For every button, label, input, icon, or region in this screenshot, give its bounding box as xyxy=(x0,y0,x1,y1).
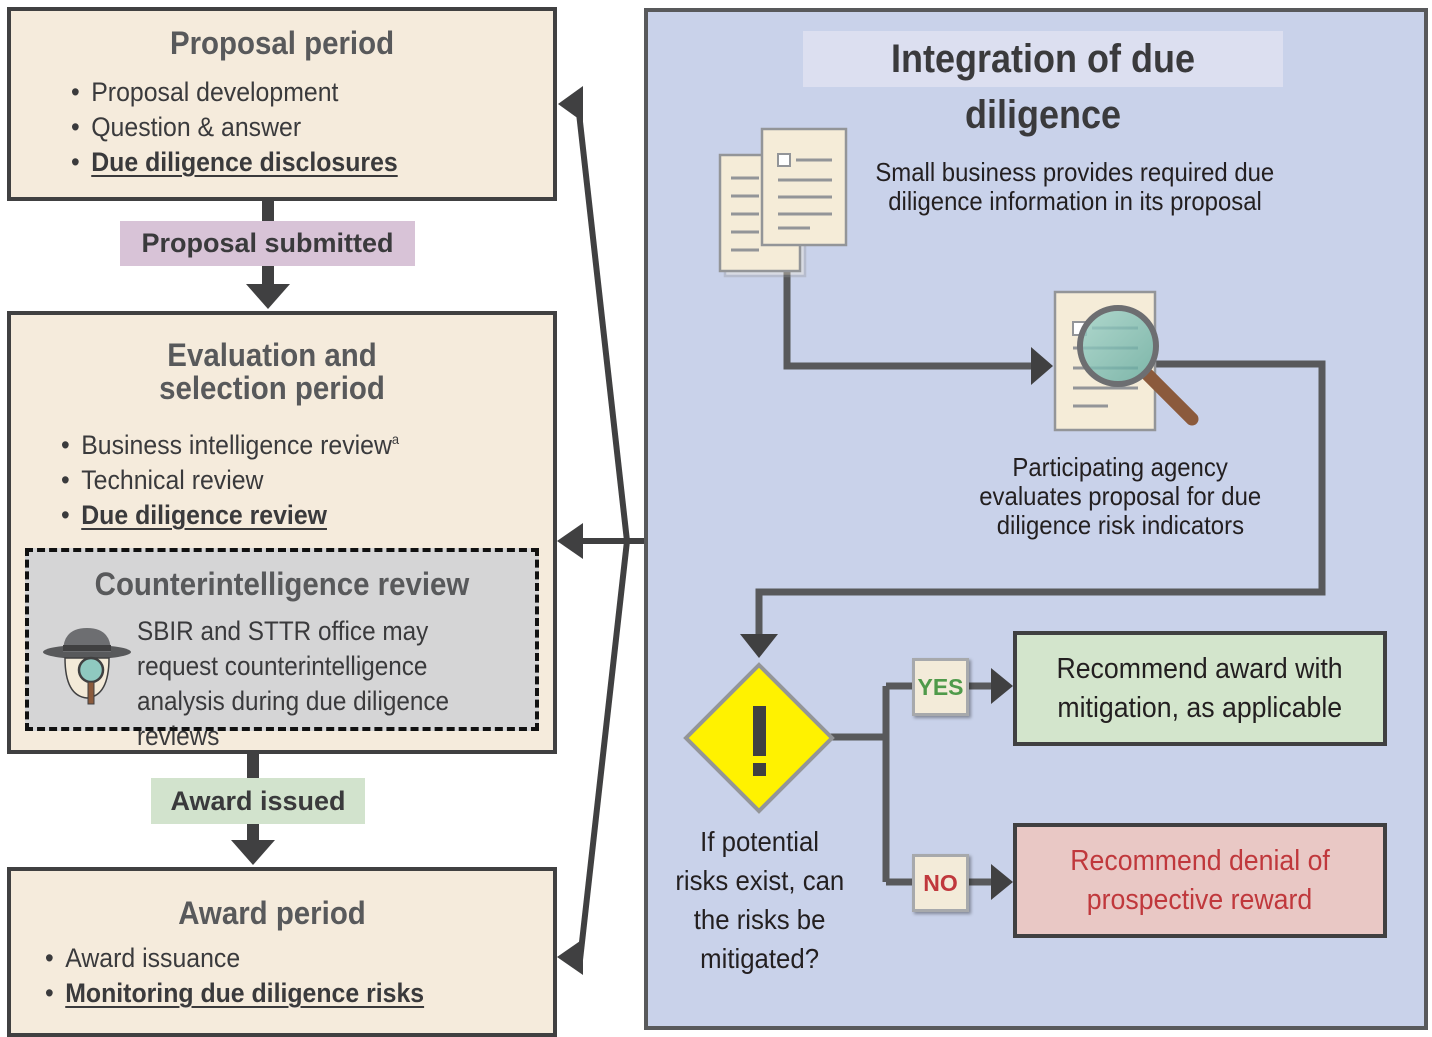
proposal-period-box: Proposal period Proposal development Que… xyxy=(7,7,557,201)
proposal-submitted-badge xyxy=(120,221,415,266)
warning-diamond-icon xyxy=(683,662,835,814)
award-period-title: Award period xyxy=(178,895,366,931)
list-item: Question & answer xyxy=(71,110,398,145)
step2-description: Participating agency evaluates proposal … xyxy=(979,452,1261,540)
list-item: Technical review xyxy=(61,463,399,498)
list-item: Business intelligence reviewa xyxy=(61,422,399,463)
document-magnifier-icon xyxy=(1053,290,1199,432)
evaluation-to-award-arrow xyxy=(231,754,275,865)
proposal-submitted-label: Proposal submitted xyxy=(141,228,394,258)
integration-title: Integration of due diligence xyxy=(803,31,1283,137)
arrowhead-award xyxy=(557,939,583,975)
step1-description: Small business provides required due dil… xyxy=(875,157,1275,216)
counterintelligence-text: SBIR and STTR office may request counter… xyxy=(137,616,450,751)
evaluation-period-title-line1: Evaluation and xyxy=(167,337,377,373)
arrowhead-evaluation xyxy=(557,523,583,559)
proposal-period-list: Proposal development Question & answer D… xyxy=(71,75,426,180)
proposal-to-evaluation-arrow xyxy=(246,201,290,309)
yes-tag: YES xyxy=(912,658,969,716)
award-issued-label: Award issued xyxy=(170,786,346,816)
award-period-list: Award issuance Monitoring due diligence … xyxy=(45,941,457,1011)
list-item: Proposal development xyxy=(71,75,398,110)
proposal-period-title: Proposal period xyxy=(169,25,395,61)
counterintelligence-box: Counterintelligence review SBIR and STTR… xyxy=(25,548,539,751)
denial-box: Recommend denial of prospective reward xyxy=(1013,823,1387,938)
footnote-marker: a xyxy=(391,431,400,447)
integration-fanout-arrows xyxy=(575,103,644,961)
documents-icon xyxy=(718,127,848,278)
counterintelligence-title: Counterintelligence review xyxy=(94,566,470,602)
arrowhead-proposal xyxy=(558,86,583,122)
award-with-mitigation-box: Recommend award with mitigation, as appl… xyxy=(1013,631,1387,746)
evaluation-period-list: Business intelligence reviewa Technical … xyxy=(61,422,428,533)
award-issued-badge xyxy=(151,778,365,824)
spy-detective-icon xyxy=(43,628,131,705)
mitigation-question: If potential risks exist, can the risks … xyxy=(675,826,845,974)
list-item-emphasized: Due diligence review xyxy=(61,498,399,533)
no-tag: NO xyxy=(912,854,969,912)
list-item-emphasized: Monitoring due diligence risks xyxy=(45,976,424,1011)
integration-flow-lines xyxy=(755,268,1326,886)
evaluation-period-title-line2: selection period xyxy=(159,370,385,406)
list-item: Award issuance xyxy=(45,941,424,976)
list-item-emphasized: Due diligence disclosures xyxy=(71,145,397,180)
